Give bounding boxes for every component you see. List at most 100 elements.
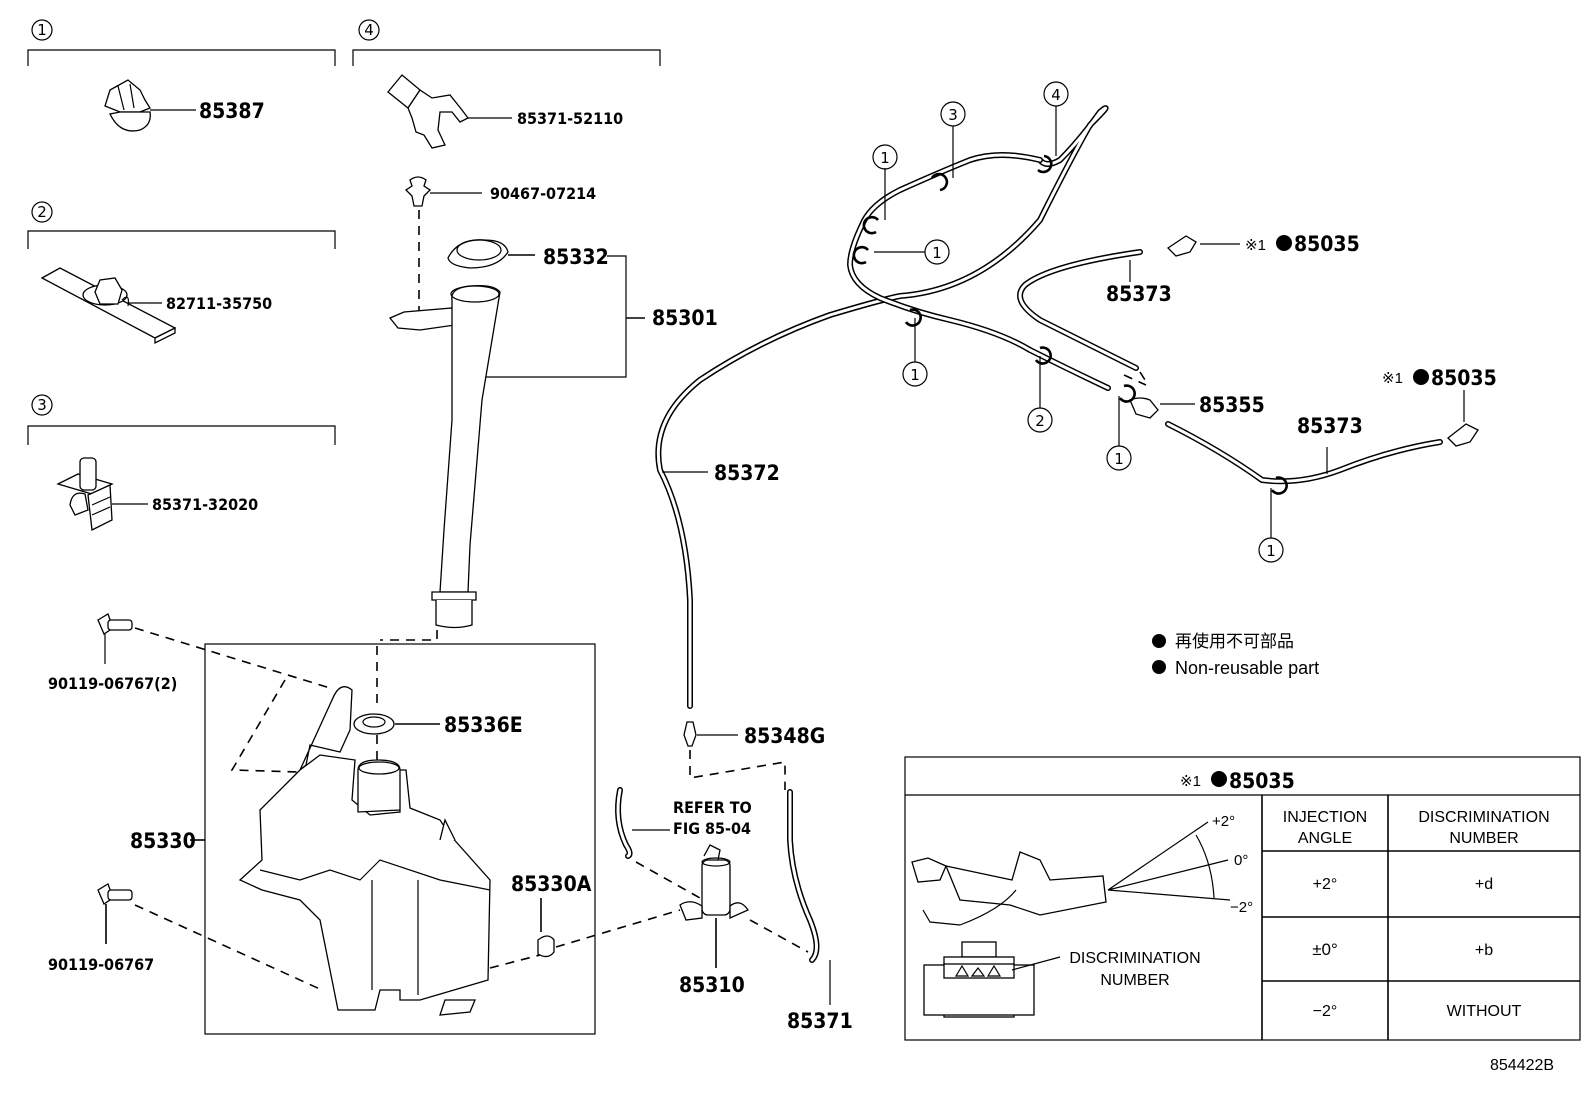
legend-english: Non-reusable part	[1175, 658, 1319, 678]
part-number-90119-06767[interactable]: 90119-06767	[48, 955, 154, 974]
part-number-85310[interactable]: 85310	[679, 973, 745, 997]
check-valve-85348G: 85348G	[683, 721, 825, 790]
check-valve-icon	[683, 721, 697, 747]
table-title-mark: ※1	[1180, 773, 1201, 790]
inlet-pipe-icon	[380, 284, 501, 641]
joint-icon	[1129, 397, 1159, 419]
angle-label-0: 0°	[1234, 852, 1248, 869]
clip-82711-icon	[40, 267, 177, 345]
part-number-85373-left[interactable]: 85373	[1106, 282, 1172, 306]
part-number-85355[interactable]: 85355	[1199, 393, 1265, 417]
nozzle-85035-left: ※1 85035	[1166, 232, 1360, 257]
pin-90467: 90467-07214	[404, 176, 596, 318]
table-cell-angle: ±0°	[1312, 940, 1338, 959]
joint-85355: 85355	[1123, 371, 1265, 419]
part-number-90119-06767-2[interactable]: 90119-06767(2)	[48, 674, 177, 693]
clip-group-1: 1 85387	[27, 19, 336, 132]
nonreusable-dot-icon	[1413, 369, 1429, 385]
table-cell-number: WITHOUT	[1447, 1003, 1522, 1020]
bolt-upper: 90119-06767(2)	[48, 613, 177, 693]
nonreusable-dot-icon	[1276, 235, 1292, 251]
part-number-85373-right[interactable]: 85373	[1297, 414, 1363, 438]
nozzle-85035-right: ※1 85035	[1382, 366, 1497, 447]
svg-text:1: 1	[1114, 450, 1124, 468]
part-number-85371[interactable]: 85371	[787, 1009, 853, 1033]
refer-note-line-2[interactable]: FIG 85-04	[673, 819, 751, 838]
clip-85371-32020-icon	[56, 457, 114, 531]
figure-id: 854422B	[1490, 1057, 1554, 1074]
svg-text:1: 1	[880, 149, 890, 167]
plug-icon	[537, 935, 555, 958]
part-number-85332[interactable]: 85332	[543, 245, 609, 269]
pin-icon	[404, 176, 432, 207]
nozzle-note-mark: ※1	[1382, 370, 1403, 387]
nozzle-icon	[1447, 423, 1479, 447]
part-number-85371-52110[interactable]: 85371-52110	[517, 109, 623, 128]
group-number-circle	[31, 394, 53, 416]
plug-85330A: 85330A	[511, 872, 681, 958]
svg-text:3: 3	[948, 106, 958, 124]
group-number-circle	[31, 201, 53, 223]
table-cell-angle: +2°	[1313, 876, 1338, 893]
angle-label-minus2: −2°	[1230, 899, 1253, 916]
table-cell-number: +b	[1475, 942, 1493, 959]
grommet-icon	[353, 713, 395, 735]
header-injection-angle: INJECTION	[1283, 809, 1367, 826]
nonreusable-dot-icon	[1152, 660, 1166, 674]
group-number: 2	[37, 203, 47, 221]
part-number-85301[interactable]: 85301	[652, 306, 718, 330]
discrimination-callout: DISCRIMINATION	[1069, 950, 1200, 967]
svg-text:1: 1	[1266, 542, 1276, 560]
bracket-85301	[484, 255, 627, 378]
svg-text:4: 4	[1051, 86, 1061, 104]
svg-text:1: 1	[910, 366, 920, 384]
legend: 再使用不可部品 Non-reusable part	[1152, 631, 1319, 678]
nozzle-note-mark: ※1	[1245, 237, 1266, 254]
washer-tank-icon	[238, 686, 491, 1016]
part-number-85372[interactable]: 85372	[714, 461, 780, 485]
group-bracket	[352, 49, 661, 66]
nonreusable-dot-icon	[1152, 634, 1166, 648]
group-bracket	[27, 425, 336, 445]
clip-group-3: 3 85371-32020	[27, 394, 336, 531]
svg-text:1: 1	[932, 244, 942, 262]
nozzle-side-view-icon: +2° 0° −2°	[911, 813, 1253, 926]
part-number-85336E[interactable]: 85336E	[444, 713, 523, 737]
part-number-85348G[interactable]: 85348G	[744, 724, 825, 748]
svg-text:ANGLE: ANGLE	[1298, 830, 1352, 847]
table-cell-angle: −2°	[1313, 1003, 1338, 1020]
clip-85371-52110-icon	[387, 74, 469, 149]
refer-note-line-1: REFER TO	[673, 798, 752, 817]
part-number-85035-right[interactable]: 85035	[1431, 366, 1497, 390]
svg-text:2: 2	[1035, 412, 1045, 430]
part-number-85371-32020[interactable]: 85371-32020	[152, 495, 258, 514]
group-number: 1	[37, 21, 47, 39]
part-number-85035-left[interactable]: 85035	[1294, 232, 1360, 256]
group-number-circle	[31, 19, 53, 41]
pump-85310: 85310	[635, 844, 809, 997]
group-number: 3	[37, 396, 47, 414]
clip-85387-icon	[104, 79, 151, 132]
part-number-85330[interactable]: 85330	[130, 829, 196, 853]
bolt-lower: 90119-06767	[48, 883, 154, 974]
nozzle-icon	[1166, 235, 1197, 257]
nonreusable-dot-icon	[1211, 771, 1227, 787]
group-bracket	[27, 230, 336, 249]
part-number-90467-07214[interactable]: 90467-07214	[490, 184, 596, 203]
grommet-85336E: 85336E	[353, 713, 523, 737]
part-number-85387[interactable]: 85387	[199, 99, 265, 123]
pump-icon	[701, 859, 731, 916]
svg-text:NUMBER: NUMBER	[1449, 830, 1518, 847]
part-number-82711-35750[interactable]: 82711-35750	[166, 294, 272, 313]
group-bracket	[27, 49, 336, 66]
nozzle-front-view-icon: DISCRIMINATION NUMBER	[923, 941, 1201, 1018]
tank-assy-box	[204, 643, 596, 1035]
header-discrimination-number: DISCRIMINATION	[1418, 809, 1549, 826]
group-number-circle	[358, 19, 380, 41]
group-number: 4	[364, 21, 374, 39]
legend-japanese: 再使用不可部品	[1175, 631, 1294, 651]
clip-group-2: 2 82711-35750	[27, 201, 336, 345]
part-number-85330A[interactable]: 85330A	[511, 872, 592, 896]
svg-text:NUMBER: NUMBER	[1100, 972, 1169, 989]
